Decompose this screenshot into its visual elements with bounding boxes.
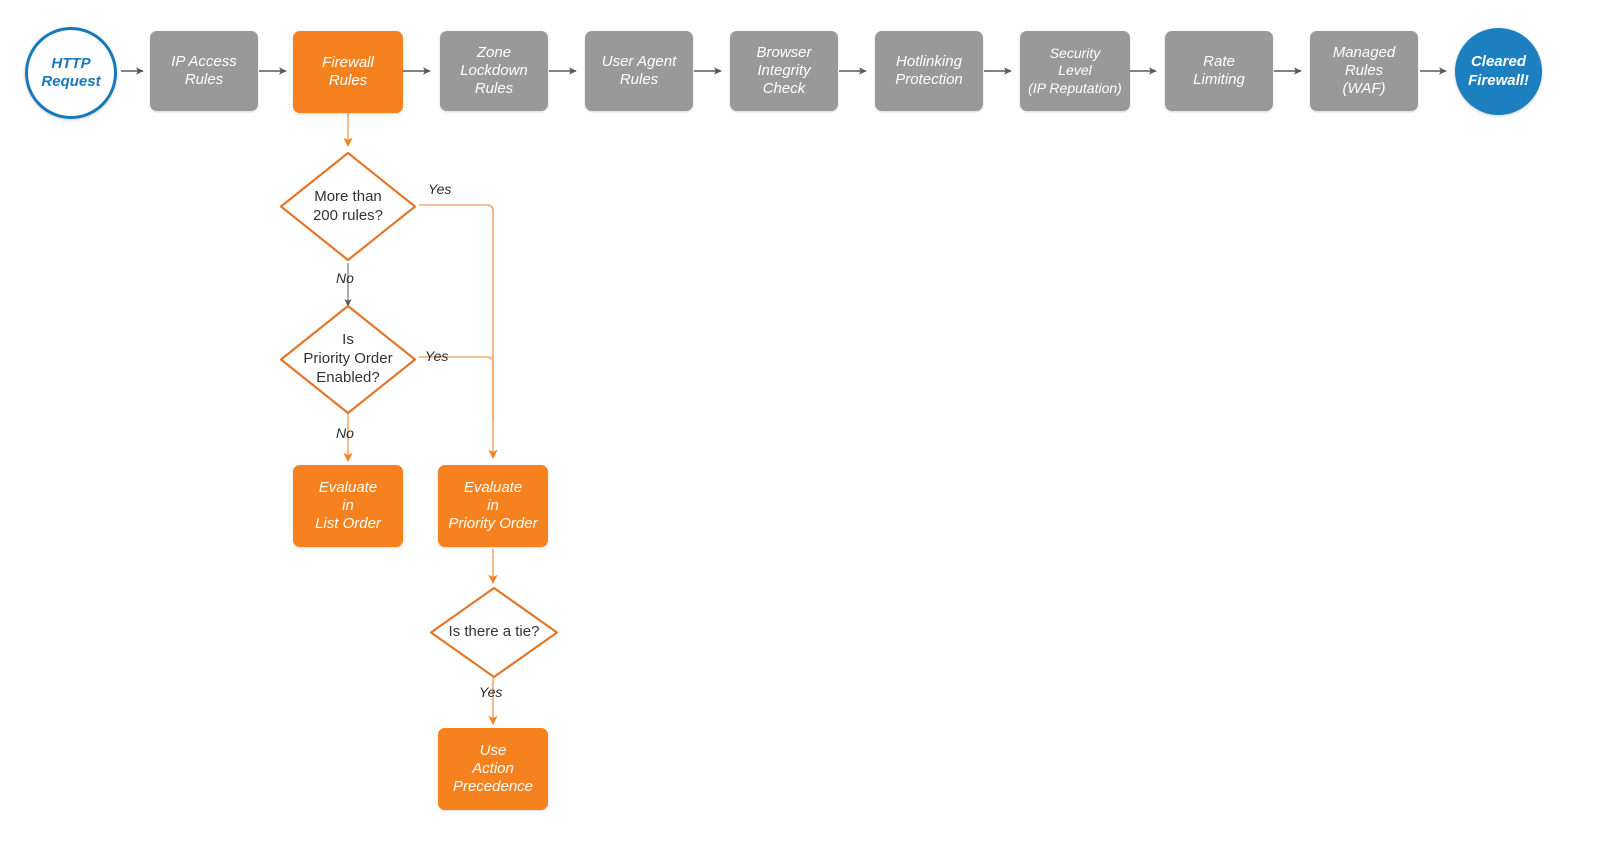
node-browser-integrity-check[interactable]: Browser Integrity Check <box>730 31 838 111</box>
node-cleared-firewall-label: Cleared Firewall! <box>1468 53 1529 89</box>
node-is-priority-order-enabled-label: Is Priority Order Enabled? <box>303 331 393 386</box>
edge-label-priority-order-no: No <box>336 425 354 441</box>
node-rate-limiting[interactable]: Rate Limiting <box>1165 31 1273 111</box>
node-firewall-rules-label: Firewall Rules <box>322 53 374 89</box>
node-browser-integrity-check-label: Browser Integrity Check <box>756 43 812 98</box>
diamond-shape-icon <box>429 586 559 679</box>
node-is-there-a-tie-label: Is there a tie? <box>448 623 540 641</box>
edge-label-more-than-200-no: No <box>336 270 354 286</box>
node-http-request-label: HTTP Request <box>41 54 101 90</box>
edge-label-tie-yes: Yes <box>479 684 503 700</box>
node-hotlinking-protection[interactable]: Hotlinking Protection <box>875 31 983 111</box>
node-more-than-200-rules-label: More than 200 rules? <box>312 187 384 224</box>
node-ip-access-rules-label: IP Access Rules <box>171 52 237 88</box>
node-use-action-precedence[interactable]: Use Action Precedence <box>438 728 548 810</box>
node-managed-rules-waf-label: Managed Rules (WAF) <box>1332 43 1396 98</box>
node-evaluate-in-priority-order-label: Evaluate in Priority Order <box>448 478 538 533</box>
node-user-agent-rules-label: User Agent Rules <box>601 52 677 88</box>
diamond-shape-icon <box>279 151 417 262</box>
node-evaluate-in-list-order[interactable]: Evaluate in List Order <box>293 465 403 547</box>
node-evaluate-in-priority-order[interactable]: Evaluate in Priority Order <box>438 465 548 547</box>
node-zone-lockdown-rules[interactable]: Zone Lockdown Rules <box>440 31 548 111</box>
edge-more-than-200-yes <box>419 204 498 459</box>
node-security-level[interactable]: Security Level (IP Reputation) <box>1020 31 1130 111</box>
node-managed-rules-waf[interactable]: Managed Rules (WAF) <box>1310 31 1418 111</box>
node-user-agent-rules[interactable]: User Agent Rules <box>585 31 693 111</box>
node-more-than-200-rules[interactable]: More than 200 rules? <box>278 150 418 263</box>
edge-label-priority-order-yes: Yes <box>425 348 449 364</box>
node-firewall-rules[interactable]: Firewall Rules <box>293 31 403 113</box>
node-use-action-precedence-label: Use Action Precedence <box>452 741 534 796</box>
edge-label-more-than-200-yes: Yes <box>428 181 452 197</box>
node-rate-limiting-label: Rate Limiting <box>1193 52 1245 88</box>
node-zone-lockdown-rules-label: Zone Lockdown Rules <box>460 43 528 98</box>
node-evaluate-in-list-order-label: Evaluate in List Order <box>315 478 381 533</box>
node-is-there-a-tie[interactable]: Is there a tie? <box>428 585 560 680</box>
node-security-level-label: Security Level (IP Reputation) <box>1028 45 1122 96</box>
node-is-priority-order-enabled[interactable]: Is Priority Order Enabled? <box>278 303 418 416</box>
node-hotlinking-protection-label: Hotlinking Protection <box>895 52 963 88</box>
node-ip-access-rules[interactable]: IP Access Rules <box>150 31 258 111</box>
diamond-shape-icon <box>279 304 417 415</box>
edge-priority-order-yes <box>419 356 494 420</box>
node-cleared-firewall[interactable]: Cleared Firewall! <box>1455 28 1542 115</box>
node-http-request[interactable]: HTTP Request <box>25 27 117 119</box>
